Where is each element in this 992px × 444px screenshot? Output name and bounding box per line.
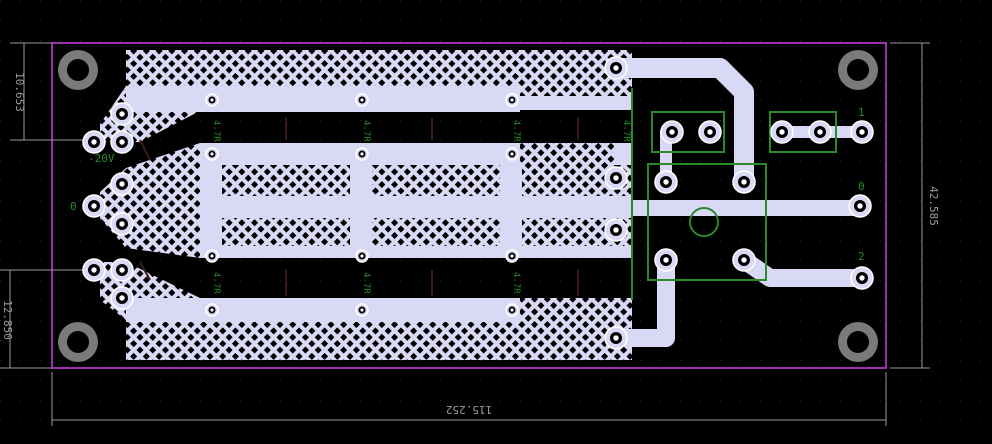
- through-hole-pad-icon[interactable]: [850, 120, 874, 144]
- via-pad-icon[interactable]: [355, 303, 369, 317]
- dim-height-text: 42.585: [927, 186, 940, 226]
- label-out-0: 0: [858, 180, 865, 193]
- through-hole-pad-icon[interactable]: [850, 266, 874, 290]
- label-r7: 4.7R: [511, 272, 521, 294]
- silk-u1: [651, 111, 725, 153]
- mounting-holes: [58, 50, 878, 362]
- through-hole-pad-icon[interactable]: [654, 170, 678, 194]
- label-r3: 4.7R: [511, 120, 521, 142]
- label-zero-input: 0: [70, 200, 77, 213]
- via-pad-icon[interactable]: [505, 303, 519, 317]
- via-pad-icon[interactable]: [205, 147, 219, 161]
- through-hole-pad-icon[interactable]: [732, 248, 756, 272]
- through-hole-pad-icon[interactable]: [110, 172, 134, 196]
- board-outline: [51, 42, 887, 369]
- through-hole-pad-icon[interactable]: [604, 218, 628, 242]
- via-pad-icon[interactable]: [355, 93, 369, 107]
- silk-texts: -20V 0 1 0 2 4.7R 4.7R 4.7R 4.7R 4.7R 4.…: [70, 106, 865, 294]
- silk-q1-marker: [689, 207, 719, 237]
- mounting-hole-icon: [838, 50, 878, 90]
- mounting-hole-icon: [838, 322, 878, 362]
- through-hole-pad-icon[interactable]: [82, 130, 106, 154]
- label-r5: 4.7R: [211, 272, 221, 294]
- through-hole-pad-icon[interactable]: [110, 130, 134, 154]
- resistor-shadows: [139, 118, 579, 296]
- through-hole-pad-icon[interactable]: [604, 56, 628, 80]
- dim-width-text: 115.252: [446, 403, 492, 416]
- through-hole-pad-icon[interactable]: [110, 286, 134, 310]
- through-hole-pad-icon[interactable]: [82, 258, 106, 282]
- through-hole-pad-icon[interactable]: [698, 120, 722, 144]
- via-pad-icon[interactable]: [505, 249, 519, 263]
- through-hole-pad-icon[interactable]: [604, 166, 628, 190]
- through-hole-pad-icon[interactable]: [660, 120, 684, 144]
- via-pad-icon[interactable]: [355, 147, 369, 161]
- through-hole-pad-icon[interactable]: [848, 194, 872, 218]
- through-hole-pad-icon[interactable]: [110, 212, 134, 236]
- silk-u2: [769, 111, 837, 153]
- mounting-hole-icon: [58, 50, 98, 90]
- dim-bottom-offset-text: 12.850: [1, 300, 14, 340]
- via-pad-icon[interactable]: [355, 249, 369, 263]
- through-hole-pad-icon[interactable]: [604, 326, 628, 350]
- label-neg-20v: -20V: [88, 152, 115, 165]
- label-r4: 4.7R: [621, 120, 631, 142]
- silkscreen: [631, 88, 837, 300]
- through-hole-pad-icon[interactable]: [82, 194, 106, 218]
- solid-copper: [126, 86, 632, 322]
- silk-q1: [647, 163, 767, 281]
- through-hole-pad-icon[interactable]: [654, 248, 678, 272]
- via-pad-icon[interactable]: [205, 93, 219, 107]
- via-pad-icon[interactable]: [205, 303, 219, 317]
- via-pad-icon[interactable]: [505, 93, 519, 107]
- dimension-lines: [0, 42, 930, 426]
- via-pad-icon[interactable]: [205, 249, 219, 263]
- mounting-hole-icon: [58, 322, 98, 362]
- label-r1: 4.7R: [211, 120, 221, 142]
- label-r6: 4.7R: [361, 272, 371, 294]
- label-r2: 4.7R: [361, 120, 371, 142]
- label-out-2: 2: [858, 250, 865, 263]
- through-hole-pad-icon[interactable]: [808, 120, 832, 144]
- dim-top-offset-text: 10.653: [13, 72, 26, 112]
- through-hole-pad-icon[interactable]: [110, 258, 134, 282]
- through-hole-pad-icon[interactable]: [770, 120, 794, 144]
- through-hole-pad-icon[interactable]: [110, 102, 134, 126]
- via-pad-icon[interactable]: [505, 147, 519, 161]
- through-hole-pad-icon[interactable]: [732, 170, 756, 194]
- pads: [82, 56, 874, 350]
- label-out-1: 1: [858, 106, 865, 119]
